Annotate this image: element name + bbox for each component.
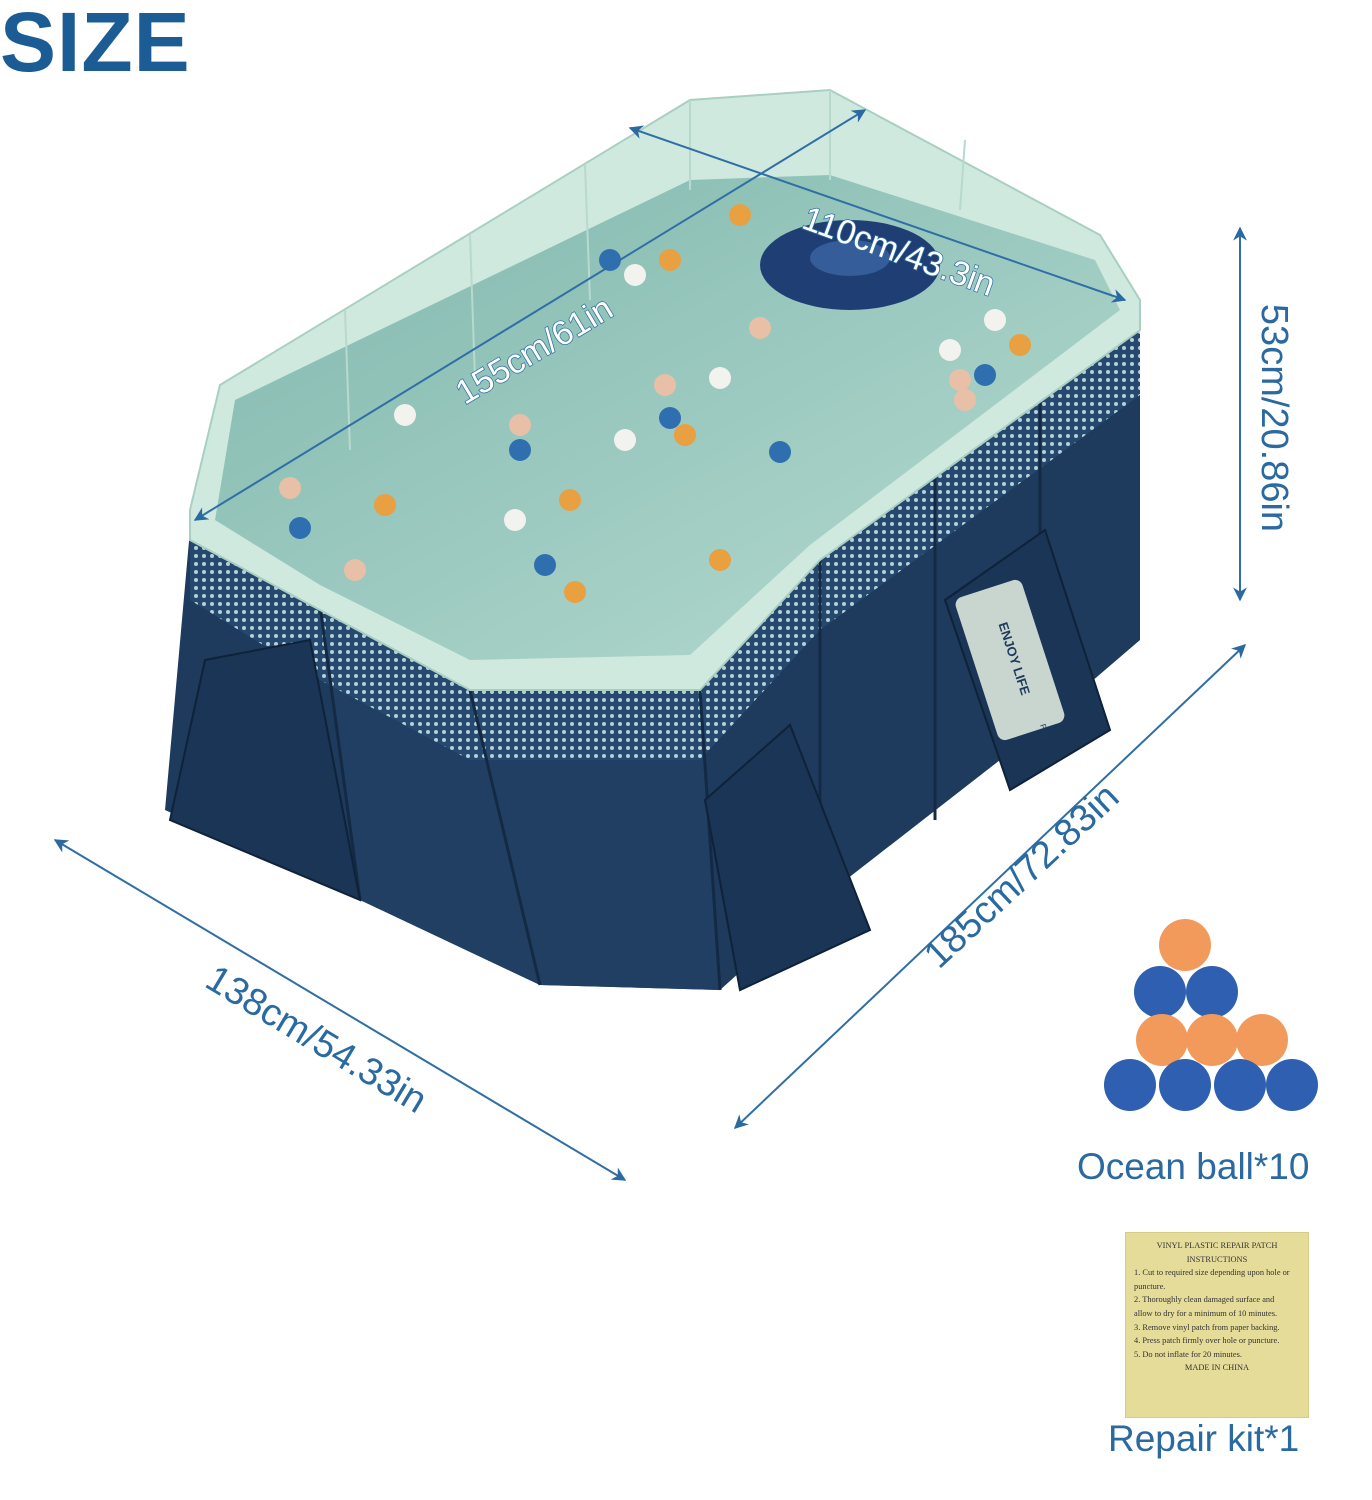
ball [624, 264, 646, 286]
ball [1214, 1059, 1266, 1111]
ball [394, 404, 416, 426]
ball [509, 439, 531, 461]
ball [559, 489, 581, 511]
ocean-balls-pyramid [1104, 919, 1318, 1111]
repair-patch: VINYL PLASTIC REPAIR PATCH INSTRUCTIONS … [1125, 1232, 1309, 1418]
patch-footer: MADE IN CHINA [1184, 1363, 1250, 1373]
ball [1186, 1014, 1238, 1066]
ball [1009, 334, 1031, 356]
ball [709, 367, 731, 389]
ball [659, 407, 681, 429]
ball [769, 441, 791, 463]
ball [954, 389, 976, 411]
ball [374, 494, 396, 516]
ball [984, 309, 1006, 331]
dim-width-bottom: 138cm/54.33in [199, 958, 434, 1122]
ball [1236, 1014, 1288, 1066]
ball [509, 414, 531, 436]
ball [729, 204, 751, 226]
dim-arrow-width-top [628, 125, 1127, 303]
patch-step: puncture. [1134, 1281, 1166, 1291]
page-title: SIZE [0, 0, 191, 89]
ocean-ball-caption: Ocean ball*10 [1077, 1146, 1310, 1187]
ball [599, 249, 621, 271]
ball [504, 509, 526, 531]
patch-step: 4. Press patch firmly over hole or punct… [1134, 1336, 1280, 1346]
patch-step: 2. Thoroughly clean damaged surface and [1134, 1295, 1275, 1305]
ball [614, 429, 636, 451]
ball [1136, 1014, 1188, 1066]
ball [289, 517, 311, 539]
patch-heading: INSTRUCTIONS [1186, 1254, 1248, 1264]
patch-step: allow to dry for a minimum of 10 minutes… [1134, 1309, 1278, 1319]
ball [674, 424, 696, 446]
ball [654, 374, 676, 396]
ball [1159, 1059, 1211, 1111]
ball [344, 559, 366, 581]
dim-length-bottom: 185cm/72.83in [916, 776, 1127, 977]
ball [534, 554, 556, 576]
ball [1134, 966, 1186, 1018]
patch-step: 1. Cut to required size depending upon h… [1134, 1268, 1290, 1278]
ball [709, 549, 731, 571]
patch-step: 5. Do not inflate for 20 minutes. [1134, 1349, 1242, 1359]
dim-arrow-length-bottom [733, 644, 1247, 1129]
ball [564, 581, 586, 603]
ball [974, 364, 996, 386]
ball [279, 477, 301, 499]
repair-kit-caption: Repair kit*1 [1108, 1418, 1300, 1459]
ball [939, 339, 961, 361]
dim-height: 53cm/20.86in [1253, 304, 1295, 532]
ball [659, 249, 681, 271]
ball [1104, 1059, 1156, 1111]
dim-arrow-width-bottom [53, 839, 627, 1181]
ball [949, 369, 971, 391]
ball [749, 317, 771, 339]
patch-step: 3. Remove vinyl patch from paper backing… [1134, 1322, 1280, 1332]
ball [1266, 1059, 1318, 1111]
ball [1159, 919, 1211, 971]
patch-heading: VINYL PLASTIC REPAIR PATCH [1156, 1241, 1278, 1250]
ball [1186, 966, 1238, 1018]
